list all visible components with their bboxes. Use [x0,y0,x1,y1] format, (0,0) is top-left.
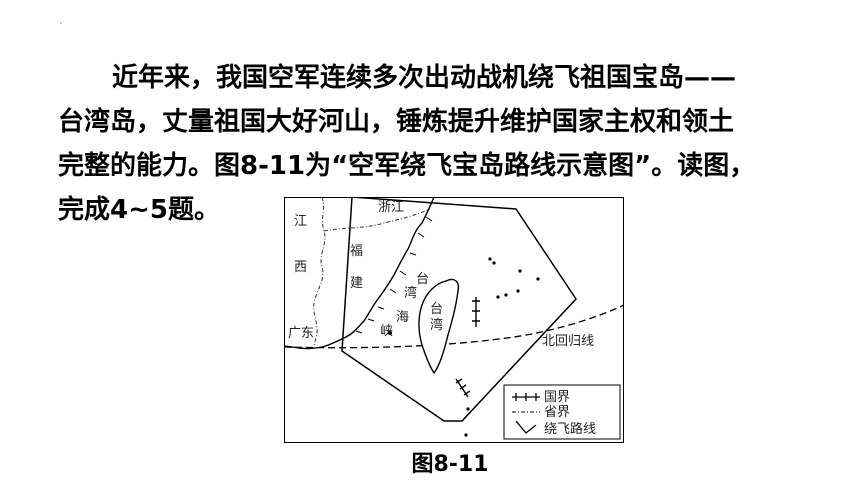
island [536,277,540,281]
island [496,295,500,299]
island [466,407,470,411]
legend-national-border: 国界 [512,390,570,405]
label-fujian-2: 建 [350,276,363,291]
flight-route-line [341,197,577,422]
legend-provincial-border: 省界 [512,405,570,420]
national-border-east [472,297,480,327]
map-drawing: 江 西 浙江 福 建 广东 台 湾 海 峡 台 湾 北回归线 国界 省界 绕飞路… [284,197,624,443]
legend-provincial-border-label: 省界 [544,405,570,420]
island [464,433,468,437]
label-taiwan-island-2: 湾 [430,317,443,333]
label-jiangxi-1: 江 [294,214,307,229]
paragraph-line-4: 完成4~5题。 [58,195,220,225]
label-jiangxi-2: 西 [294,260,307,275]
label-guangdong: 广东 [288,326,314,341]
figure-caption: 图8-11 [411,452,489,477]
paragraph-line-1: 近年来，我国空军连续多次出动战机绕飞祖国宝岛—— [112,63,737,93]
coastline-details [355,216,433,334]
label-strait-4: 峡 [380,324,393,339]
provincial-border-zhejiang-fujian [323,208,431,232]
national-border-south [455,378,471,398]
label-fujian-1: 福 [350,244,363,259]
mainland-coastline [284,197,435,350]
label-strait-2: 湾 [404,285,417,301]
legend-national-border-label: 国界 [544,390,570,405]
label-strait-1: 台 [416,272,429,287]
island-penghu [388,331,392,335]
label-strait-3: 海 [396,310,409,325]
question-paragraph: 近年来，我国空军连续多次出动战机绕飞祖国宝岛—— 台湾岛，丈量祖国大好河山，锤炼… [58,56,818,232]
flight-route-symbol [515,420,537,434]
label-taiwan-island-1: 台 [430,302,443,317]
island [488,257,492,261]
provincial-border-jiangxi-fujian [313,197,326,348]
paragraph-line-2: 台湾岛，丈量祖国大好河山，锤炼提升维护国家主权和领土 [58,107,735,137]
island [504,293,508,297]
taiwan-island [418,278,460,375]
paragraph-line-3: 完整的能力。图8-11为“空军绕飞宝岛路线示意图”。读图， [58,151,756,181]
stray-dot [60,22,62,24]
national-border-symbol [512,393,540,401]
flight-route-map: 江 西 浙江 福 建 广东 台 湾 海 峡 台 湾 北回归线 国界 省界 绕飞路… [284,197,624,443]
legend-flight-route-label: 绕飞路线 [544,421,596,437]
tropic-of-cancer-line [284,304,624,349]
legend-flight-route: 绕飞路线 [515,420,596,437]
island [516,289,520,293]
label-zhejiang: 浙江 [378,200,404,215]
island [518,269,522,273]
island [492,261,496,265]
label-tropic-of-cancer: 北回归线 [542,334,594,349]
